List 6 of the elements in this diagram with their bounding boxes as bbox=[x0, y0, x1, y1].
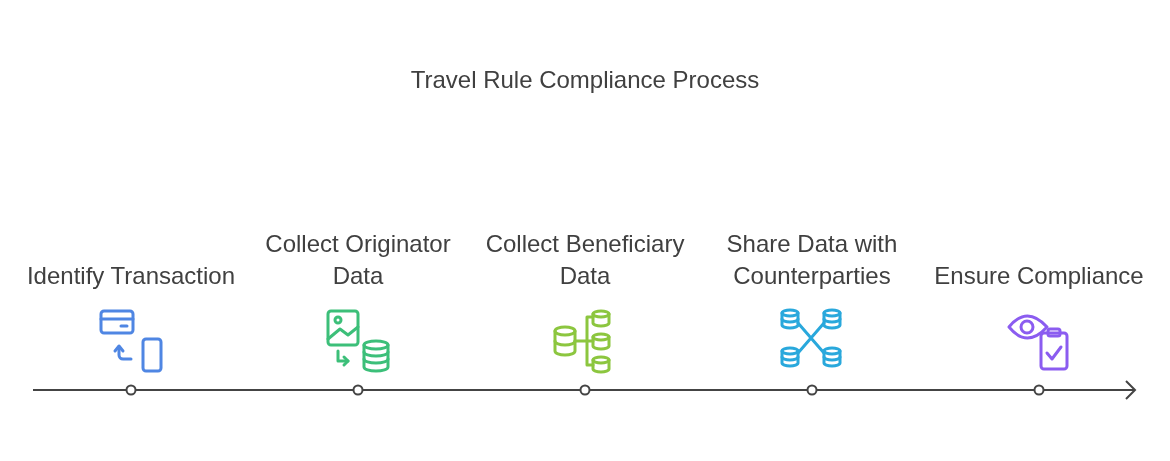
step-label: Collect Originator Data bbox=[264, 229, 452, 291]
diagram-title: Travel Rule Compliance Process bbox=[409, 66, 761, 94]
step-label: Collect Beneficiary Data bbox=[484, 229, 686, 291]
step-label: Identify Transaction bbox=[26, 261, 236, 291]
step-label: Share Data with Counterparties bbox=[725, 229, 899, 291]
step-label: Ensure Compliance bbox=[934, 261, 1144, 291]
